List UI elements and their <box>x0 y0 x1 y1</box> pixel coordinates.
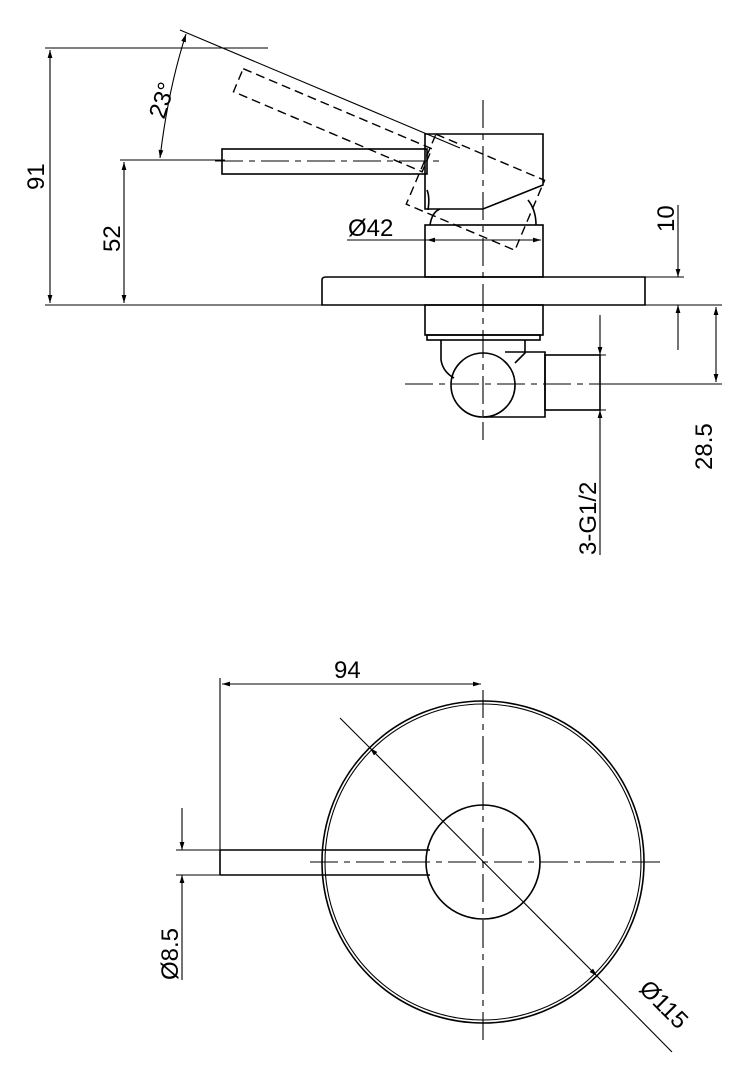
dim-52-label: 52 <box>99 225 126 252</box>
dim-23-label: 23° <box>144 79 181 122</box>
dim-8-5-label: Ø8.5 <box>157 928 184 980</box>
dim-42-label: Ø42 <box>348 215 393 242</box>
dim-28-5-label: 28.5 <box>691 423 718 470</box>
dimension-lever-diameter: Ø8.5 <box>157 808 220 980</box>
dim-thread-label: 3-G1/2 <box>575 482 602 555</box>
dimension-total-height: 91 <box>23 50 53 303</box>
dimension-body-diameter: Ø42 <box>347 215 541 243</box>
lever-raised-position <box>232 67 546 252</box>
dim-10-label: 10 <box>653 205 680 232</box>
handle-head <box>424 133 544 210</box>
dim-94-label: 94 <box>334 657 361 684</box>
dimension-lever-height: 52 <box>99 162 127 303</box>
dimension-plate-thickness: 10 <box>653 205 681 350</box>
dimension-plate-diameter: Ø115 <box>339 717 693 1053</box>
outlet <box>544 354 601 411</box>
dimension-thread: 3-G1/2 <box>545 315 606 555</box>
dimension-lever-length: 94 <box>219 657 481 850</box>
valve-body <box>424 224 544 278</box>
top-view: 94 Ø8.5 Ø115 <box>157 657 693 1053</box>
dim-115-label: Ø115 <box>634 975 693 1034</box>
wall-plate <box>321 276 646 306</box>
valve-cartridge <box>424 304 544 336</box>
side-view: 91 52 23° Ø42 <box>23 29 722 555</box>
dim-91-label: 91 <box>23 163 50 190</box>
dimension-outlet-depth: 28.5 <box>600 307 722 470</box>
